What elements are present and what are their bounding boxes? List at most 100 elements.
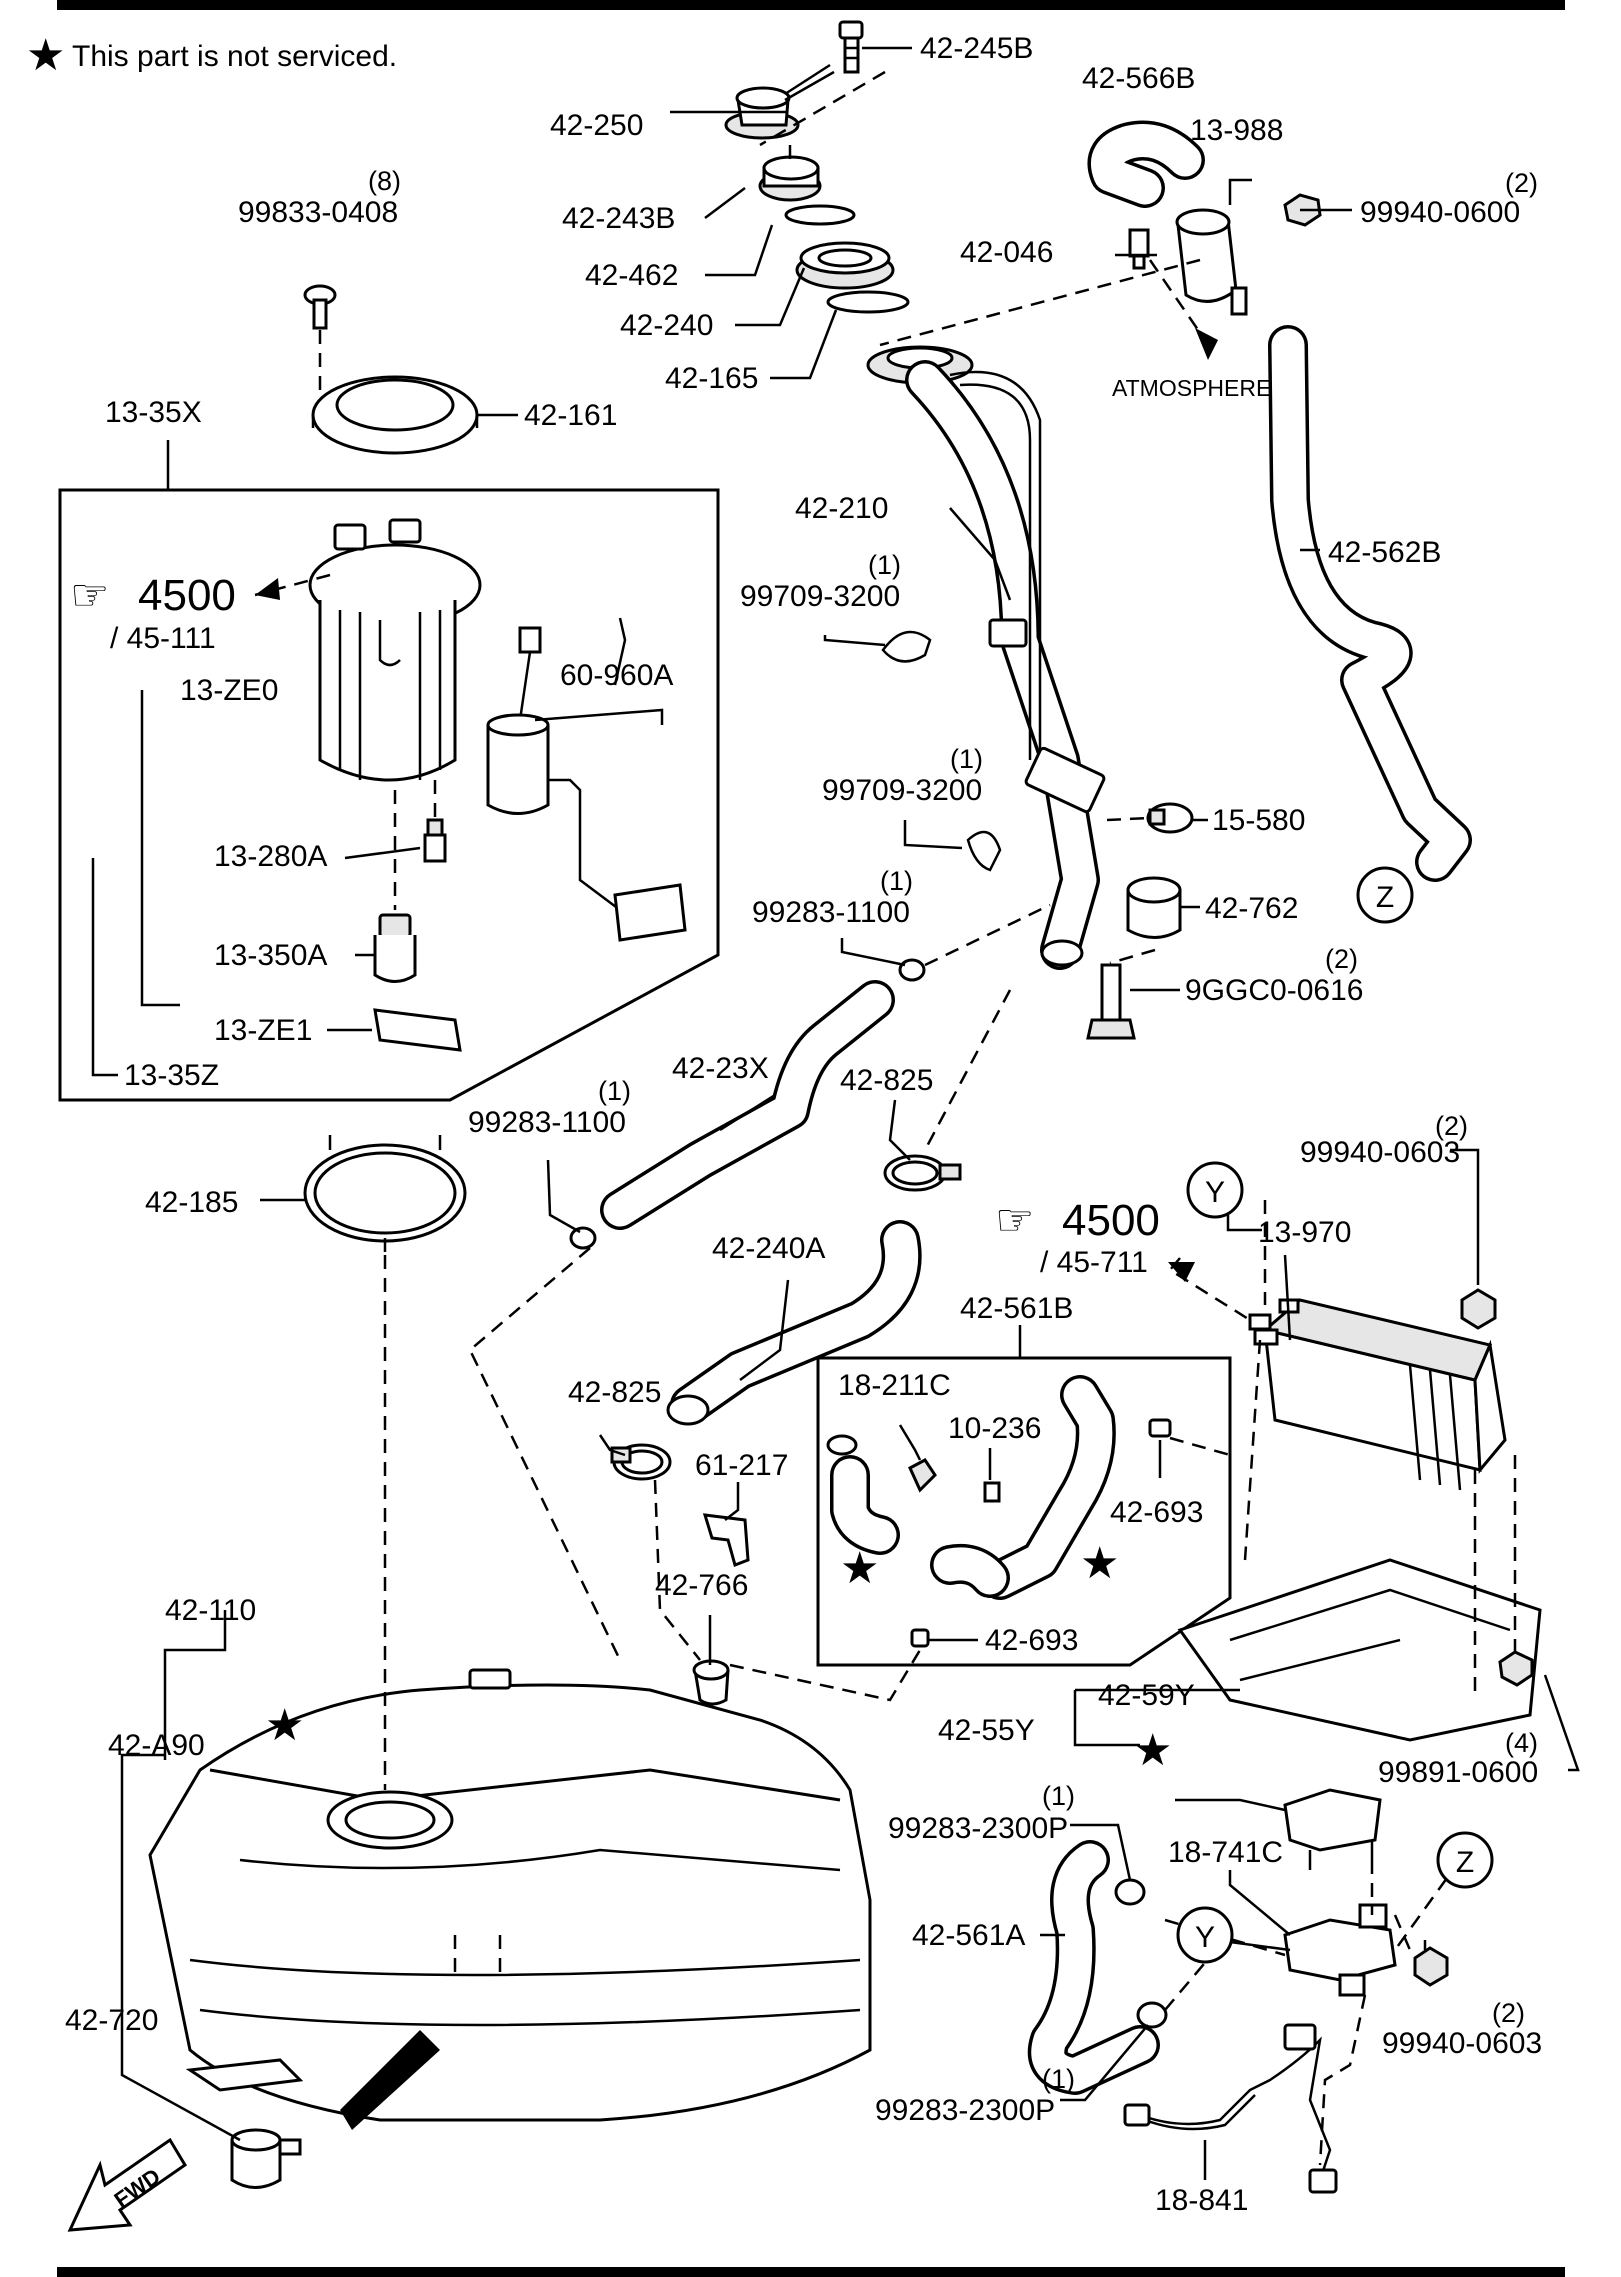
legend-note: This part is not serviced. [72,40,397,73]
label-18-841: 18-841 [1155,2184,1248,2217]
valve-42-720-drawing [230,2128,302,2189]
label-10-236: 10-236 [948,1412,1041,1445]
bolt-9GGC0-0616-drawing [1086,963,1136,1040]
label-13-988: 13-988 [1190,114,1283,147]
arrows [255,328,1218,1282]
valve-13-280A-drawing [423,818,447,863]
label-13-ZE1: 13-ZE1 [214,1014,312,1047]
qty-99283-1100a: (1) [880,866,913,896]
qty-99709-3200b: (1) [950,744,983,774]
nut-99940-0603a-drawing [1460,1288,1497,1330]
harness-18-841-drawing [1123,2023,1338,2194]
qty-9GGC0-0616: (2) [1325,944,1358,974]
top-border [57,0,1565,10]
leader-lines [91,46,1580,2180]
ref-hand-icon-2: ☞ [995,1196,1034,1245]
hose-42-23X-drawing [600,980,895,1230]
label-42-561A: 42-561A [912,1919,1025,1952]
label-42-562B: 42-562B [1328,536,1441,569]
label-60-960A: 60-960A [560,659,673,692]
screw-99833-0408-drawing [303,284,337,330]
filter-13-988-drawing [1175,208,1248,316]
label-42-110: 42-110 [165,1594,256,1627]
assembly-13-35X-frame [58,488,720,1102]
dashed-assembly-lines [254,70,1517,2166]
ref-main-2: 4500 [1062,1196,1160,1245]
label-13-35X: 13-35X [105,396,202,429]
fuel-pump-13-35X-drawing [308,518,482,782]
label-42-55Y: 42-55Y [938,1714,1035,1747]
svg-text:Y: Y [1195,1921,1215,1954]
bolt-42-245B-drawing [838,20,864,74]
label-42-165: 42-165 [665,362,758,395]
label-99283-2300Pa: 99283-2300P [888,1812,1068,1845]
label-18-741C: 18-741C [1168,1836,1283,1869]
label-42-462: 42-462 [585,259,678,292]
bracket-42-A90-drawing [185,2058,304,2092]
label-99709-3200a: 99709-3200 [740,580,900,613]
label-99891-0600: 99891-0600 [1378,1756,1538,1789]
label-13-970: 13-970 [1258,1216,1351,1249]
clip-99709-3200a-drawing [881,630,932,663]
label-42-561B: 42-561B [960,1292,1073,1325]
qty-99283-1100b: (1) [598,1076,631,1106]
clip-61-217-drawing [702,1513,750,1567]
hose-42-566B-drawing [1087,120,1205,208]
cap-42-762-drawing [1126,876,1182,939]
bottom-border [57,2267,1565,2277]
hose-42-562B-drawing [1268,325,1472,882]
ref-hand-icon-1: ☞ [70,571,109,620]
svg-text:Z: Z [1456,1846,1474,1879]
oring-42-165-drawing [826,290,910,314]
label-42-566B: 42-566B [1082,62,1195,95]
qty-99940-0600: (2) [1505,168,1538,198]
label-42-250: 42-250 [550,109,643,142]
fuel-tank-42-110-drawing [148,1668,872,2130]
label-42-59Y: 42-59Y [1098,1679,1195,1712]
nut-99940-0603b-drawing [1413,1946,1449,1987]
gasket-42-185-drawing [303,1135,467,1252]
oring-42-462-drawing [784,204,856,226]
label-42-825a: 42-825 [840,1064,933,1097]
arrow-head-ref2 [1168,1262,1195,1282]
ref-sub-2: / 45-711 [1040,1246,1148,1279]
svg-text:Z: Z [1376,881,1394,914]
arrow-head-atmosphere [1195,328,1218,360]
qty-99283-2300Pa: (1) [1042,1781,1075,1811]
label-42-A90: 42-A90 [108,1729,205,1762]
not-serviced-star-4: ★ [1133,1726,1172,1775]
clamp-99283-1100b-drawing [569,1226,597,1250]
qty-99283-2300Pb: (1) [1042,2064,1075,2094]
filter-13-350A-drawing [373,913,417,983]
bracket-42-59Y-drawing [1177,1558,1542,1742]
label-42-185: 42-185 [145,1186,238,1219]
label-42-161: 42-161 [524,399,617,432]
retainer-42-243B-drawing [758,155,822,202]
circle-marker-z2: Z [1436,1831,1494,1889]
label-99940-0603a: 99940-0603 [1300,1136,1460,1169]
label-42-23X: 42-23X [672,1052,769,1085]
arrow-head-ref1 [255,578,280,600]
label-42-693b: 42-693 [985,1624,1078,1657]
part-labels: 42-245B 42-566B 42-250 13-988 (8) 99833-… [65,32,1542,2217]
circle-marker-y2: Y [1176,1906,1234,1964]
cap-42-766-drawing [692,1659,730,1706]
bracket-42-55Y-drawing [1283,1788,1382,1870]
label-42-766: 42-766 [655,1569,748,1602]
label-42-762: 42-762 [1205,892,1298,925]
hose-42-561A-drawing [1027,1840,1160,2095]
ref-main-1: 4500 [138,571,236,620]
label-42-240A: 42-240A [712,1232,825,1265]
label-13-35Z: 13-35Z [124,1059,219,1092]
clamp-15-580-drawing [1146,802,1194,834]
label-99940-0600: 99940-0600 [1360,196,1520,229]
hose-42-240A-drawing [666,1220,922,1426]
label-42-245B: 42-245B [920,32,1033,65]
clamp-42-825b-drawing [610,1443,672,1481]
label-18-211C: 18-211C [838,1369,951,1402]
label-15-580: 15-580 [1212,804,1305,837]
label-13-ZE0: 13-ZE0 [180,674,278,707]
clip-99709-3200b-drawing [966,830,1002,872]
label-42-210: 42-210 [795,492,888,525]
